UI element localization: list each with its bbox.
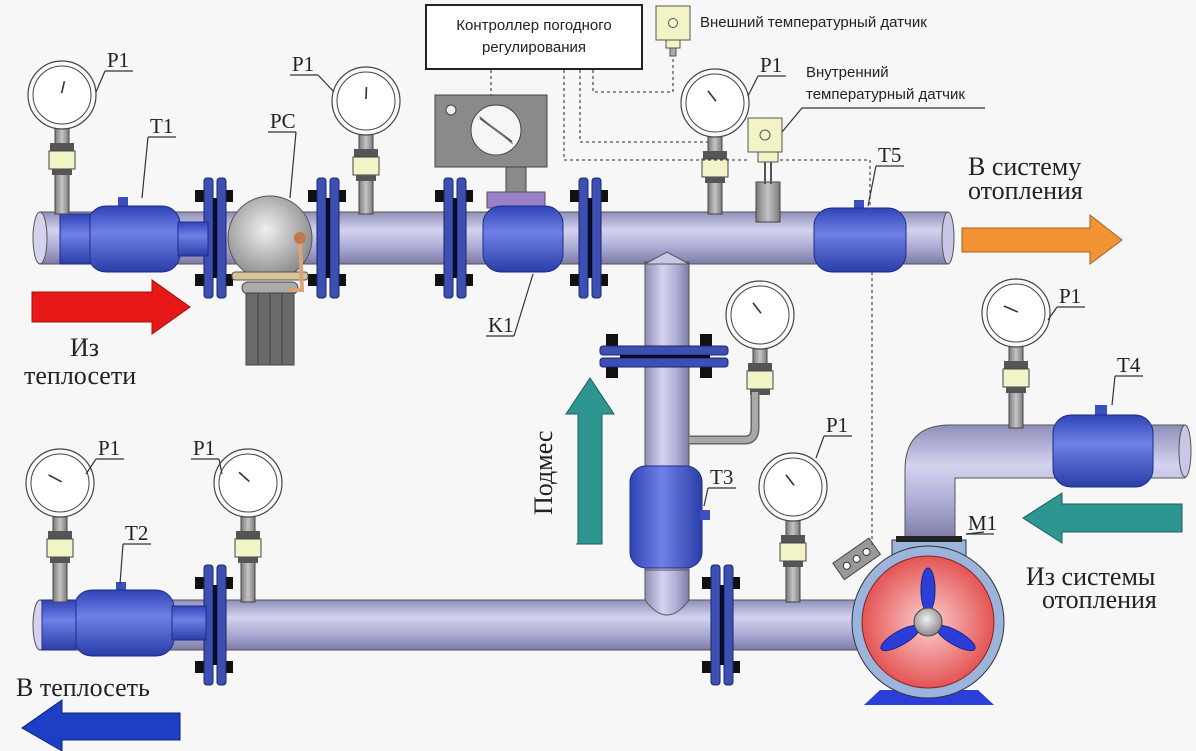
weather-controller[interactable]: Контроллер погодного регулирования bbox=[425, 4, 643, 70]
pressure-regulator-pc bbox=[227, 195, 313, 366]
flange-return-left bbox=[195, 564, 233, 686]
label-pc-text: PC bbox=[270, 109, 296, 133]
label-t2-text: T2 bbox=[125, 521, 148, 545]
supply-pipe-end bbox=[32, 211, 48, 265]
internal-sensor-label-line1: Внутренний bbox=[806, 64, 889, 81]
label-t3: T3 bbox=[703, 465, 736, 507]
temp-sensor-t3 bbox=[629, 465, 710, 569]
flange-return-right bbox=[702, 564, 740, 686]
flange-k1-outlet bbox=[570, 177, 608, 299]
label-p1-supply-inlet: P1 bbox=[95, 48, 133, 93]
label-p1-pump-discharge: P1 bbox=[815, 413, 852, 459]
label-p1-pc-outlet: P1 bbox=[290, 52, 335, 93]
label-t4-text: T4 bbox=[1117, 353, 1141, 377]
label-k1-text: K1 bbox=[488, 313, 514, 337]
label-p1-system-return: P1 bbox=[1047, 284, 1085, 321]
from-system-arrow bbox=[1022, 492, 1183, 544]
controller-label-line2: регулирования bbox=[482, 39, 586, 56]
label-t5-text: T5 bbox=[878, 143, 901, 167]
label-m1: M1 bbox=[965, 511, 997, 535]
label-k1: K1 bbox=[486, 273, 534, 337]
label-t2: T2 bbox=[119, 521, 151, 585]
internal-sensor-leader bbox=[781, 107, 985, 133]
flow-from-system-line1: Из системы bbox=[1026, 562, 1155, 591]
signal-line-external bbox=[592, 56, 674, 93]
flange-k1-inlet bbox=[435, 177, 473, 299]
external-sensor-label: Внешний температурный датчик bbox=[700, 14, 927, 31]
mix-gauge-impulse-line bbox=[689, 392, 760, 445]
circulation-pump-m1 bbox=[832, 536, 1005, 705]
pressure-gauge-system-return bbox=[981, 278, 1051, 429]
mix-pipe-cone bbox=[644, 569, 690, 616]
flow-from-system-line2: отопления bbox=[1042, 585, 1157, 614]
label-p1-supply-inlet-text: P1 bbox=[107, 48, 129, 72]
signal-line-t5 bbox=[579, 70, 871, 210]
pressure-gauge-mix bbox=[725, 280, 795, 395]
signal-line-internal-sensor bbox=[563, 70, 748, 161]
mix-arrow bbox=[565, 377, 615, 545]
label-p1-return-outlet-text: P1 bbox=[98, 436, 120, 460]
flow-to-system-line2: отопления bbox=[968, 176, 1083, 205]
flow-from-network-line2: теплосети bbox=[24, 361, 136, 390]
internal-sensor-label-line2: температурный датчик bbox=[806, 86, 965, 103]
pressure-gauge-supply-inlet bbox=[27, 60, 97, 215]
pressure-gauge-return-mid bbox=[213, 448, 283, 603]
label-t1: T1 bbox=[141, 114, 176, 199]
label-m1-text: M1 bbox=[968, 511, 997, 535]
control-valve-k1 bbox=[434, 94, 564, 273]
pressure-gauge-supply-outlet bbox=[680, 68, 750, 215]
flange-mix-pipe bbox=[599, 334, 729, 378]
flow-from-network-line1: Из bbox=[70, 333, 99, 362]
mix-pipe-tee bbox=[644, 251, 690, 265]
pressure-gauge-pump-discharge bbox=[758, 452, 828, 603]
temp-sensor-t2 bbox=[41, 582, 207, 657]
temp-sensor-t1 bbox=[59, 197, 209, 273]
internal-temperature-sensor bbox=[747, 117, 783, 223]
controller-label-line1: Контроллер погодного bbox=[456, 17, 611, 34]
flow-to-network: В теплосеть bbox=[16, 673, 150, 702]
pressure-gauge-return-outlet bbox=[25, 448, 95, 603]
label-t5: T5 bbox=[867, 143, 904, 207]
external-temperature-sensor bbox=[655, 5, 691, 57]
supply-arrow bbox=[31, 279, 191, 335]
flange-pc-outlet bbox=[308, 177, 346, 299]
flow-to-system-line1: В систему bbox=[968, 152, 1081, 181]
label-t3-text: T3 bbox=[710, 465, 733, 489]
supply-pipe-end-right bbox=[941, 211, 955, 265]
label-p1-return-mid: P1 bbox=[191, 436, 223, 475]
label-p1-return-outlet: P1 bbox=[85, 436, 124, 475]
return-arrow bbox=[21, 699, 181, 751]
label-p1-return-mid-text: P1 bbox=[193, 436, 215, 460]
label-t1-text: T1 bbox=[150, 114, 173, 138]
temp-sensor-t5 bbox=[813, 200, 907, 273]
to-system-arrow bbox=[961, 213, 1123, 265]
temp-sensor-t4 bbox=[1052, 405, 1154, 488]
label-p1-pc-outlet-text: P1 bbox=[292, 52, 314, 76]
label-p1-supply-outlet: P1 bbox=[747, 53, 786, 97]
label-pc: PC bbox=[268, 109, 297, 199]
label-p1-system-return-text: P1 bbox=[1059, 284, 1081, 308]
flow-mix: Подмес bbox=[529, 431, 558, 515]
label-p1-pump-discharge-text: P1 bbox=[826, 413, 848, 437]
label-p1-supply-outlet-text: P1 bbox=[760, 53, 782, 77]
label-t4: T4 bbox=[1111, 353, 1143, 406]
pressure-gauge-pc-outlet bbox=[331, 66, 401, 215]
elbow-pipe-end bbox=[1178, 424, 1192, 478]
